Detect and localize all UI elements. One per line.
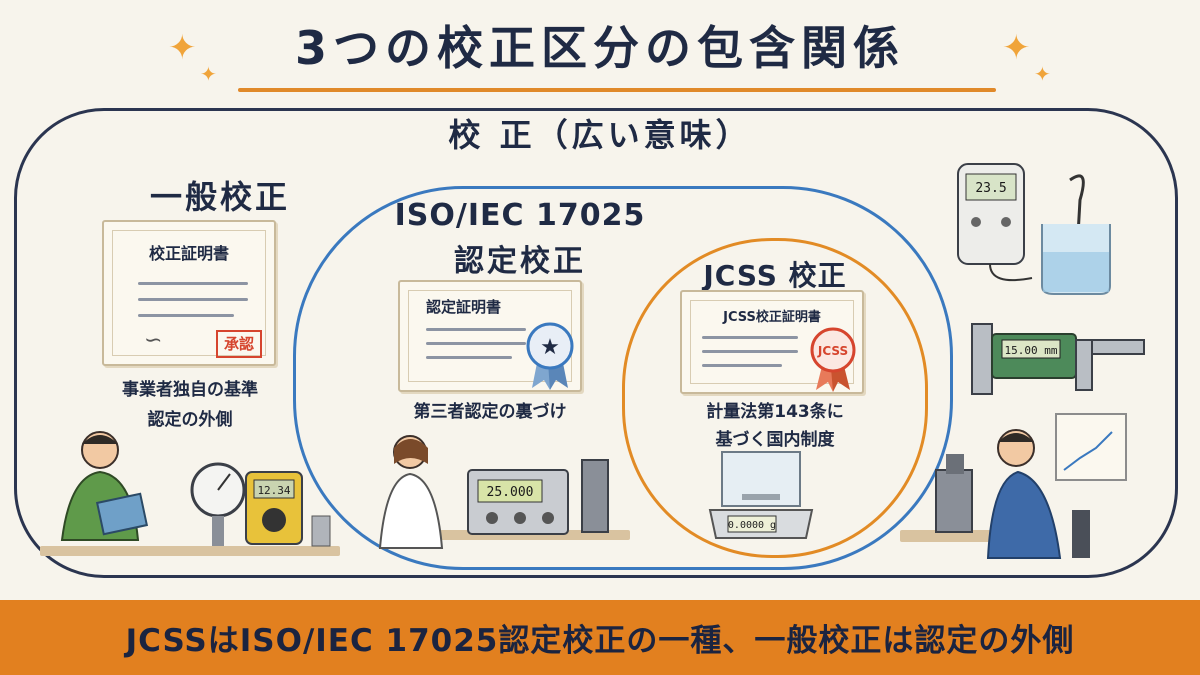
approval-stamp: 承認: [216, 330, 262, 358]
jcss-seal-text: JCSS: [817, 344, 848, 358]
thermometer-reading: 23.5: [975, 181, 1006, 196]
general-desc-line2: 認定の外側: [147, 410, 233, 430]
jcss-seal: JCSS: [810, 327, 856, 392]
sparkle-icon: ✦: [168, 28, 197, 68]
footer-banner: [0, 600, 1200, 675]
thermometer-illustration: 23.5: [957, 163, 1111, 295]
iso-region: [293, 186, 953, 570]
balance-reading: 0.0000 g: [728, 520, 776, 531]
sparkle-icon: ✦: [1034, 62, 1051, 86]
title-underline: [238, 88, 996, 92]
iso-certificate-title: 認定証明書: [426, 298, 502, 316]
caliper-illustration: 15.00 mm: [971, 323, 1145, 395]
right-technician-illustration: [900, 413, 1127, 559]
jcss-heading: JCSS 校正: [703, 259, 847, 292]
iso-lab-illustration: 25.000: [378, 435, 630, 549]
general-desc-line1: 事業者独自の基準: [122, 380, 258, 400]
iso-desc: 第三者認定の裏づけ: [413, 402, 567, 422]
iso-instrument-reading: 25.000: [487, 485, 534, 500]
sparkle-icon: ✦: [1002, 28, 1031, 68]
jcss-balance-illustration: 0.0000 g: [708, 451, 814, 539]
multimeter-reading: 12.34: [257, 484, 290, 497]
page-title: 3つの校正区分の包含関係: [294, 21, 905, 75]
svg-text:★: ★: [540, 335, 560, 360]
general-certificate-title: 校正証明書: [148, 244, 229, 263]
jcss-desc-line1: 計量法第143条に: [706, 402, 844, 422]
jcss-desc-line2: 基づく国内制度: [715, 430, 835, 450]
signature: ∽: [144, 328, 163, 353]
calibration-outer-region: [14, 108, 1178, 578]
iso-accreditation-seal: ★: [526, 322, 574, 390]
outer-region-label: 校 正（広い意味）: [448, 116, 752, 154]
footer-text: JCSSはISO/IEC 17025認定校正の一種、一般校正は認定の外側: [125, 623, 1075, 659]
jcss-region: [622, 238, 928, 558]
jcss-certificate-title: JCSS校正証明書: [723, 310, 821, 325]
general-calibration-heading: 一般校正: [149, 178, 290, 216]
caliper-reading: 15.00 mm: [1005, 344, 1058, 357]
iso-heading-line2: 認定校正: [454, 244, 586, 279]
general-technician-illustration: 12.34: [40, 431, 340, 556]
iso-heading-line1: ISO/IEC 17025: [394, 198, 646, 233]
sparkle-icon: ✦: [200, 62, 217, 86]
general-certificate: 校正証明書 ∽ 承認: [102, 220, 276, 366]
